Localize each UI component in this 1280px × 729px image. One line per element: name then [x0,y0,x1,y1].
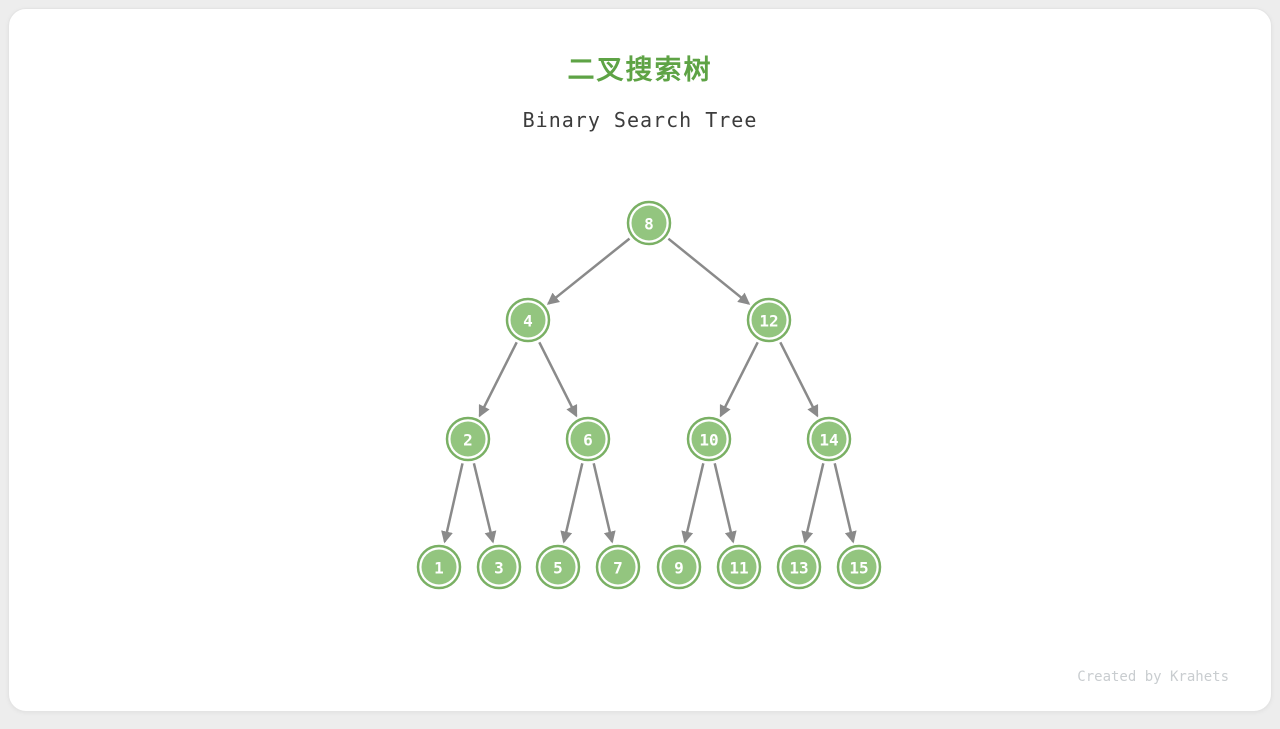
node-value-label: 13 [789,559,808,578]
node-value-label: 3 [494,559,504,578]
node-value-label: 2 [463,431,473,450]
node-value-label: 6 [583,431,593,450]
tree-node-11: 11 [718,546,760,588]
tree-edge-10-11 [715,463,733,541]
tree-edge-12-14 [780,342,817,416]
tree-edge-4-6 [539,342,576,416]
tree-node-5: 5 [537,546,579,588]
tree-node-15: 15 [838,546,880,588]
node-value-label: 7 [613,559,623,578]
tree-edge-6-5 [564,463,582,541]
tree-node-7: 7 [597,546,639,588]
tree-edge-8-12 [668,239,748,304]
tree-node-4: 4 [507,299,549,341]
credit-text: Created by Krahets [1077,669,1229,685]
tree-node-3: 3 [478,546,520,588]
tree-node-13: 13 [778,546,820,588]
tree-edge-2-3 [474,463,493,541]
node-value-label: 10 [699,431,718,450]
node-value-label: 9 [674,559,684,578]
tree-edge-6-7 [594,463,612,541]
node-value-label: 14 [819,431,838,450]
tree-edge-12-10 [721,342,758,416]
tree-edge-14-13 [805,463,823,541]
tree-node-10: 10 [688,418,730,460]
node-value-label: 4 [523,312,533,331]
tree-edge-10-9 [685,463,703,541]
node-value-label: 8 [644,215,654,234]
tree-node-1: 1 [418,546,460,588]
tree-node-12: 12 [748,299,790,341]
tree-node-2: 2 [447,418,489,460]
tree-edge-8-4 [548,239,629,304]
tree-node-9: 9 [658,546,700,588]
tree-node-14: 14 [808,418,850,460]
node-value-label: 11 [729,559,748,578]
node-value-label: 12 [759,312,778,331]
node-value-label: 5 [553,559,563,578]
tree-edge-2-1 [445,463,463,541]
tree-node-6: 6 [567,418,609,460]
node-value-label: 15 [849,559,868,578]
tree-edge-14-15 [835,463,853,541]
node-value-label: 1 [434,559,444,578]
tree-edge-4-2 [480,342,517,416]
tree-node-8: 8 [628,202,670,244]
